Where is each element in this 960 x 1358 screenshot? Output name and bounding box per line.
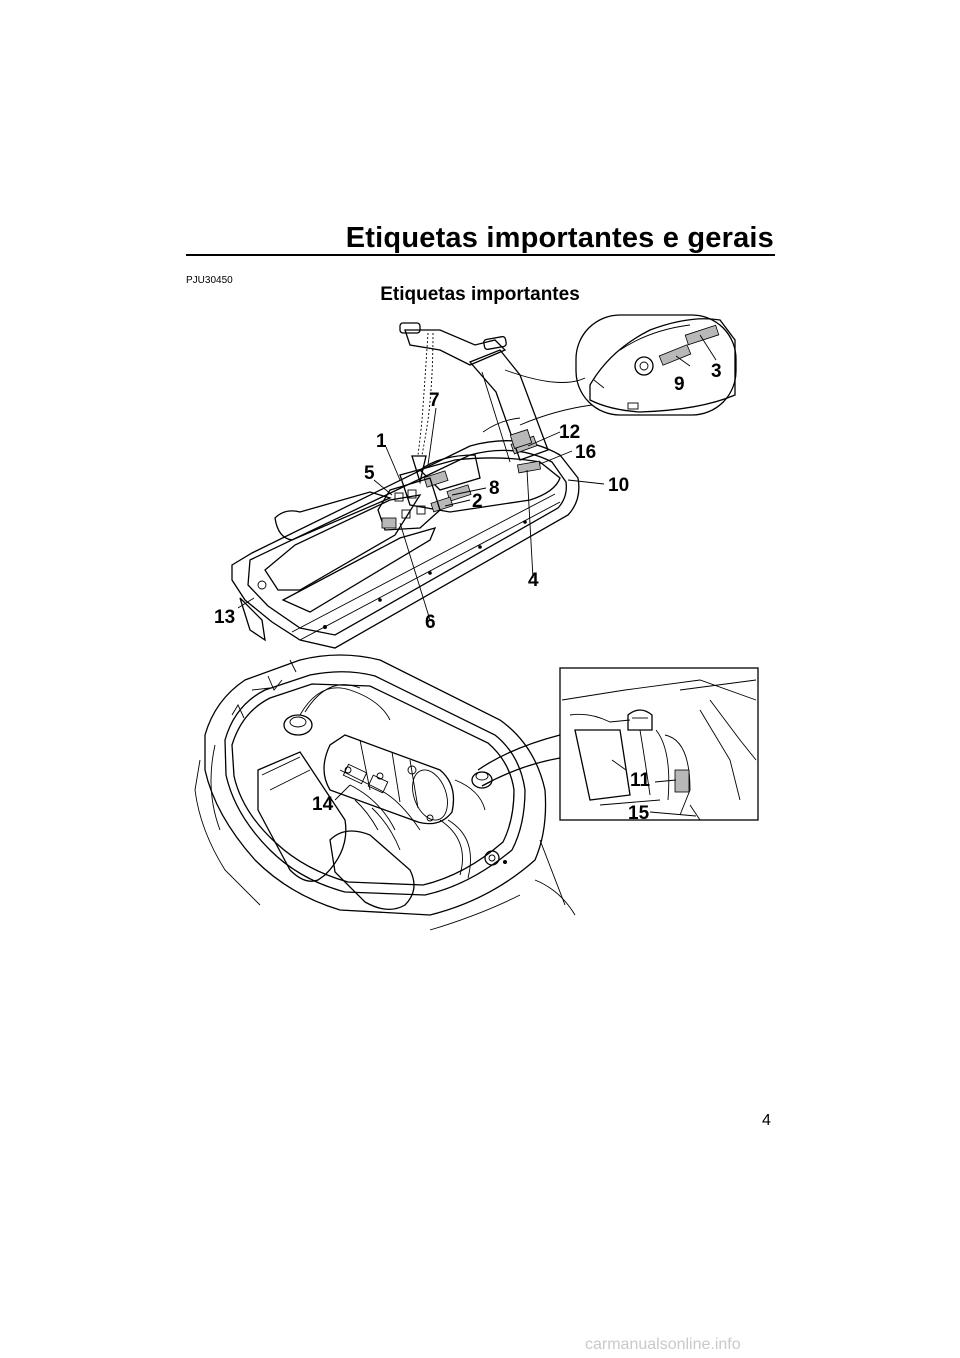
- watermark[interactable]: carmanualsonline.info: [585, 1336, 741, 1353]
- leader-lines-top: [237, 334, 717, 621]
- callout-13: 13: [214, 607, 235, 628]
- callout-14: 14: [312, 794, 334, 815]
- callout-1: 1: [376, 431, 387, 452]
- section-heading: Etiquetas importantes: [380, 284, 580, 305]
- callout-8: 8: [489, 478, 500, 499]
- detail-inset: [575, 314, 737, 416]
- callout-11: 11: [630, 770, 651, 791]
- callout-5: 5: [364, 463, 375, 484]
- watercraft-illustration: [231, 322, 593, 649]
- title-rule: [186, 254, 775, 256]
- callout-4: 4: [528, 570, 539, 591]
- engine-detail-inset: [559, 667, 759, 821]
- leader-lines-bottom: [334, 779, 697, 817]
- callout-15: 15: [628, 803, 650, 824]
- engine-compartment-illustration: [194, 654, 576, 931]
- callout-9: 9: [674, 374, 685, 395]
- callout-3: 3: [711, 361, 722, 382]
- page-number: 4: [762, 1112, 771, 1129]
- callout-2: 2: [472, 491, 483, 512]
- callout-6: 6: [425, 612, 436, 633]
- callout-7: 7: [429, 390, 440, 411]
- page-title: Etiquetas importantes e gerais: [345, 222, 774, 254]
- callout-16: 16: [575, 442, 596, 463]
- callout-10: 10: [608, 475, 629, 496]
- callout-12: 12: [559, 422, 580, 443]
- reference-code: PJU30450: [186, 275, 233, 286]
